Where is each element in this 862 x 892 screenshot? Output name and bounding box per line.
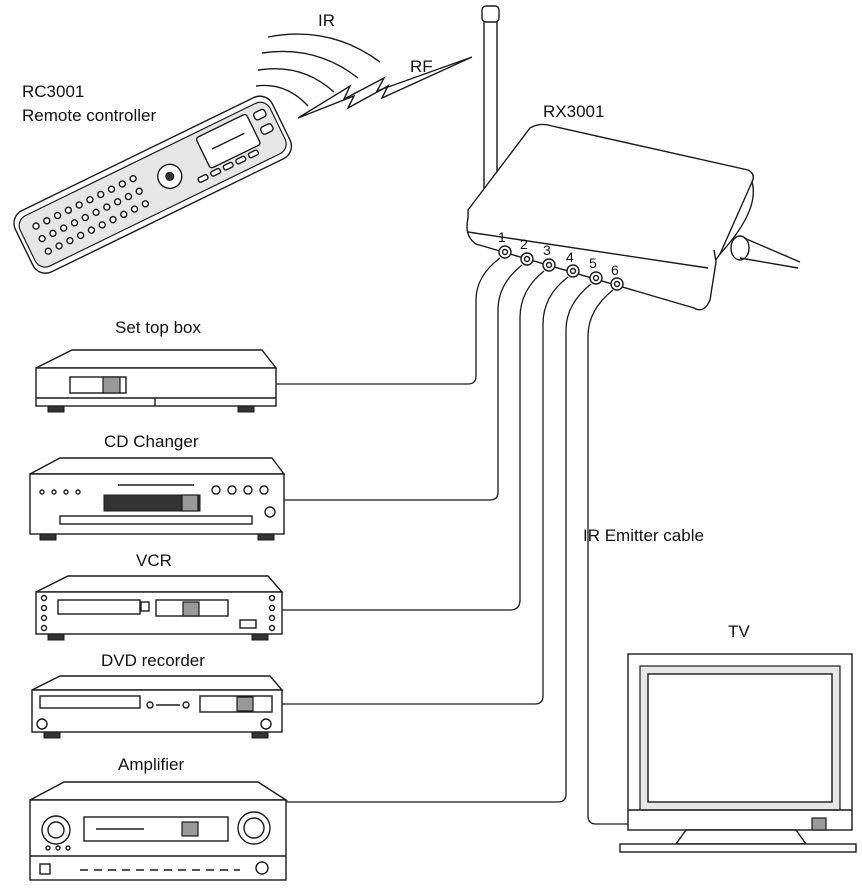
rf-signal-icon — [297, 56, 473, 119]
port-3-label: 3 — [543, 242, 551, 258]
ir-waves — [255, 33, 381, 107]
tv-label: TV — [728, 622, 750, 641]
vcr-label: VCR — [136, 551, 172, 570]
port-4-label: 4 — [566, 249, 574, 265]
port-1-label: 1 — [498, 229, 506, 245]
port-5-label: 5 — [589, 255, 597, 271]
receiver-model-label: RX3001 — [543, 102, 604, 121]
port-6-label: 6 — [611, 262, 619, 278]
rf-label: RF — [410, 57, 433, 76]
amplifier-device — [29, 781, 289, 881]
cd-changer-device — [29, 457, 286, 541]
ir-label: IR — [318, 11, 335, 30]
set-top-box-device — [35, 349, 278, 413]
ir-emitter-amplifier — [181, 821, 199, 837]
remote-name-label: Remote controller — [22, 106, 157, 125]
ir-emitter-vcr — [182, 601, 200, 617]
cd-changer-label: CD Changer — [104, 432, 199, 451]
tv-device — [619, 653, 857, 853]
ir-emitter-tv — [811, 817, 827, 831]
port-2-label: 2 — [520, 236, 528, 252]
cable-port-4 — [252, 276, 569, 705]
receiver-rx3001: 1 2 3 4 5 6 — [466, 123, 801, 311]
cable-port-5 — [196, 283, 592, 803]
ir-emitter-cable-label: IR Emitter cable — [583, 526, 704, 545]
ir-emitter-dvd-recorder — [236, 696, 254, 712]
cable-port-6 — [587, 289, 812, 825]
cable-port-3 — [198, 270, 545, 611]
remote-model-label: RC3001 — [22, 82, 84, 101]
cable-port-1 — [198, 257, 501, 385]
amplifier-label: Amplifier — [118, 755, 184, 774]
ir-emitter-cd-changer — [181, 494, 199, 512]
dvd-recorder-device — [31, 675, 284, 739]
ir-emitter-set-top-box — [102, 376, 121, 394]
remote-controller — [13, 95, 293, 274]
dvd-recorder-label: DVD recorder — [101, 651, 205, 670]
receiver-antenna — [481, 5, 500, 213]
port-jacks — [498, 245, 624, 291]
ir-emitter-cables — [196, 257, 812, 825]
set-top-box-label: Set top box — [115, 318, 202, 337]
vcr-device — [35, 575, 284, 641]
cable-port-2 — [200, 264, 523, 501]
